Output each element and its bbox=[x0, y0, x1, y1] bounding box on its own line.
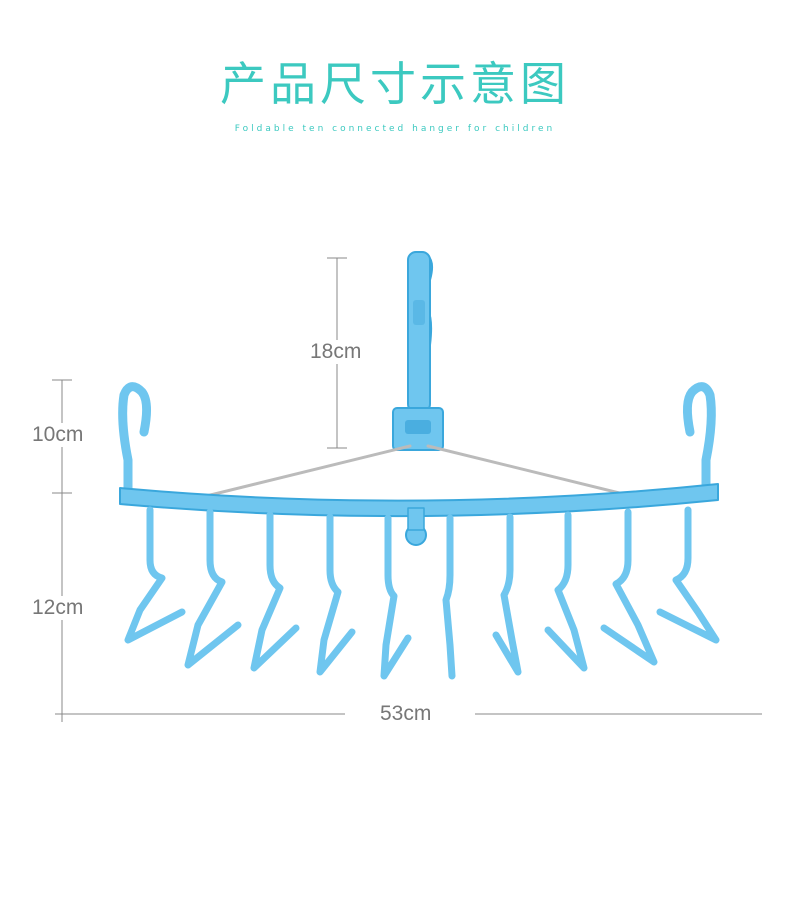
page-subtitle: Foldable ten connected hanger for childr… bbox=[234, 124, 556, 134]
hanger-product-illustration-icon bbox=[118, 251, 719, 546]
dimension-hook-height: 18cm bbox=[310, 340, 362, 364]
page-title: 产品尺寸示意图 bbox=[220, 57, 570, 111]
dimension-total-width: 53cm bbox=[380, 702, 432, 726]
dimension-side-hook-height: 10cm bbox=[32, 423, 84, 447]
dimension-hanger-drop: 12cm bbox=[32, 596, 84, 620]
mini-hangers bbox=[124, 506, 720, 680]
